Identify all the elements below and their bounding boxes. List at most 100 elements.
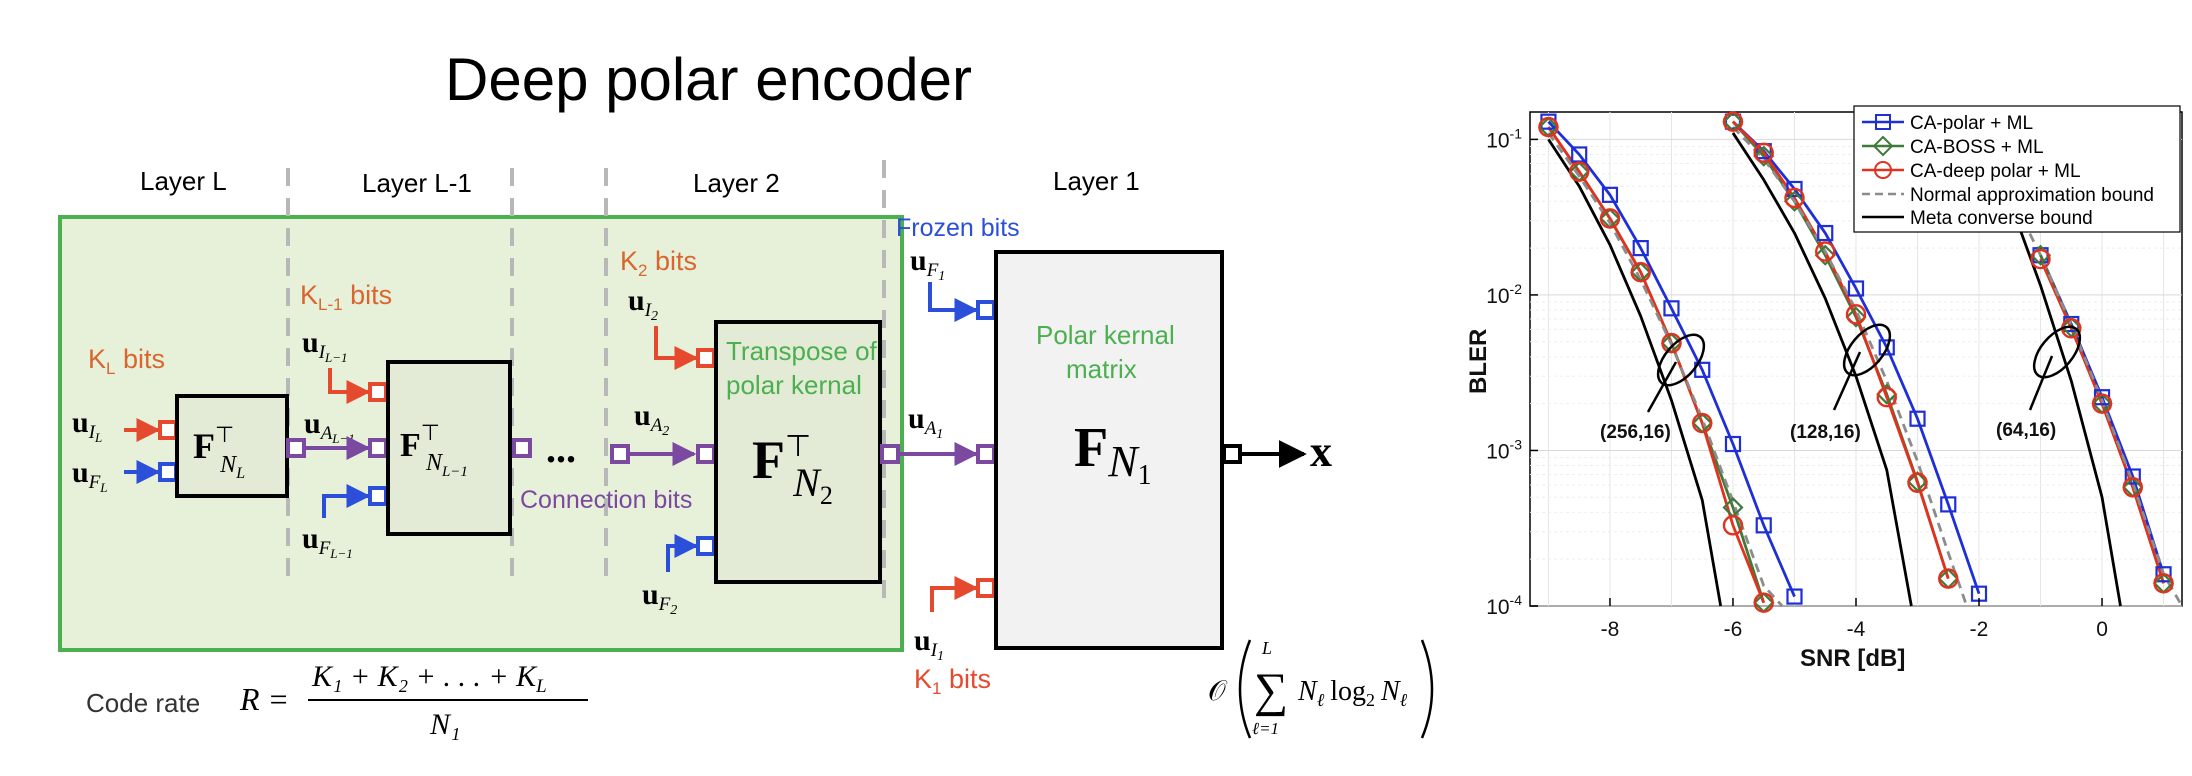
u-F-L: uFL: [72, 456, 108, 495]
series-line: [1547, 120, 1796, 598]
u-A-1: uA1: [908, 402, 943, 442]
output-x: x: [1310, 427, 1332, 476]
code-rate-label: Code rate: [86, 688, 200, 718]
data-point-square: [1724, 435, 1742, 453]
data-point-circle: [1692, 412, 1713, 434]
k1-bits-label: K1 bits: [914, 664, 991, 698]
u-I-L: uIL: [72, 406, 102, 445]
info-arrow: [930, 576, 979, 612]
polar-caption-line1: Polar kernal: [1036, 320, 1175, 350]
group-ellipse: [1656, 333, 1706, 387]
frozen-port: [158, 462, 178, 482]
info-port: [976, 578, 996, 598]
k2-bits-label: K2 bits: [620, 246, 697, 280]
data-point-circle: [1722, 111, 1744, 132]
info-arrow: [654, 326, 699, 370]
complexity-paren-right: [1420, 639, 1434, 739]
frozen-arrow: [322, 484, 371, 518]
output-port: [1222, 444, 1242, 464]
data-point-square: [2124, 468, 2141, 485]
kL-bits-label: KL bits: [88, 344, 165, 378]
annotation-64-16: (64,16): [1996, 420, 2056, 441]
diagram-title: Deep polar encoder: [445, 46, 972, 113]
data-point-circle: [2030, 248, 2051, 270]
u-A-2: uA2: [634, 399, 669, 439]
legend-label: CA-BOSS + ML: [1910, 137, 2044, 158]
u-F-1: uF1: [910, 244, 945, 284]
rate-numerator: K₁ + K₂ + . . . + KL: [311, 660, 547, 697]
legend-label: CA-deep polar + ML: [1910, 161, 2081, 182]
kL-1-bits-label: KL-1 bits: [300, 280, 392, 314]
frozen-port: [696, 536, 716, 556]
u-I-2: uI2: [628, 284, 658, 324]
transpose-kernel-block-L: [175, 394, 289, 498]
layer-label-L: Layer L: [140, 166, 227, 196]
data-point-square: [1940, 496, 1957, 513]
y-axis-label: BLER: [1465, 329, 1492, 394]
y-tick-label: 10-1: [1486, 125, 1522, 152]
connection-port: [368, 438, 388, 458]
info-port: [158, 420, 178, 440]
data-point-circle: [1569, 161, 1590, 182]
series-line: [1547, 132, 1784, 607]
polar-caption-line2: matrix: [1066, 354, 1137, 384]
x-tick-label: -6: [1724, 618, 1743, 641]
legend-label: Meta converse bound: [1910, 208, 2093, 229]
data-point-square: [1632, 240, 1649, 257]
data-point-square: [1724, 113, 1742, 130]
frozen-port: [368, 486, 388, 506]
data-point-circle: [1538, 116, 1559, 138]
complexity-sum-top: L: [1261, 638, 1272, 658]
F-N2-label: F⊤N2: [752, 430, 833, 510]
group-ellipse: [1842, 323, 1892, 377]
series-line: [1732, 120, 1981, 595]
x-tick-label: -8: [1601, 618, 1620, 641]
legend-label: CA-polar + ML: [1910, 113, 2033, 134]
data-point-square: [1909, 410, 1926, 427]
y-tick-label: 10-2: [1486, 281, 1522, 308]
data-point-diamond: [1845, 306, 1867, 328]
annotation-128-16: (128,16): [1790, 422, 1861, 443]
u-I-L-1: uIL−1: [302, 326, 348, 365]
ellipsis: ...: [546, 426, 576, 471]
data-point-circle: [1599, 208, 1621, 229]
data-point-circle: [2122, 477, 2143, 498]
rate-R: R =: [239, 681, 289, 717]
data-point-circle: [1722, 515, 1744, 536]
data-point-square: [1847, 280, 1865, 297]
series-line: [1731, 126, 1969, 607]
data-point-square: [1663, 300, 1680, 317]
connection-port: [610, 444, 630, 464]
data-point-circle: [1784, 187, 1805, 209]
x-tick-label: -2: [1970, 618, 1989, 641]
x-tick-label: -4: [1847, 618, 1866, 641]
legend: CA-polar + ML CA-BOSS + ML CA-deep polar…: [1853, 105, 2181, 233]
u-I-1: uI1: [914, 624, 944, 664]
series-line: [1547, 138, 1723, 607]
data-point-square: [1786, 180, 1803, 198]
u-F-L-1: uFL−1: [302, 522, 353, 561]
data-point-circle: [1661, 332, 1682, 354]
F-NL-label: F⊤NL: [193, 422, 245, 482]
data-point-circle: [1845, 304, 1867, 325]
annotation-pointer: [2028, 355, 2054, 411]
connection-port: [976, 444, 996, 464]
complexity-paren-left: [1238, 639, 1252, 739]
u-F-2: uF2: [642, 578, 677, 618]
layer-label-1: Layer 1: [1053, 166, 1140, 196]
info-port: [696, 348, 716, 368]
connection-port: [512, 438, 532, 458]
data-point-square: [1755, 517, 1772, 534]
frozen-port: [976, 300, 996, 320]
frozen-arrow: [928, 282, 979, 322]
connection-port: [286, 438, 306, 458]
data-point-circle: [1815, 241, 1836, 262]
encoder-diagram: Deep polar encoder Layer L Layer L-1 Lay…: [58, 46, 1434, 741]
connection-port: [696, 444, 716, 464]
data-point-circle: [1753, 142, 1774, 163]
data-point-circle: [1938, 568, 1959, 589]
